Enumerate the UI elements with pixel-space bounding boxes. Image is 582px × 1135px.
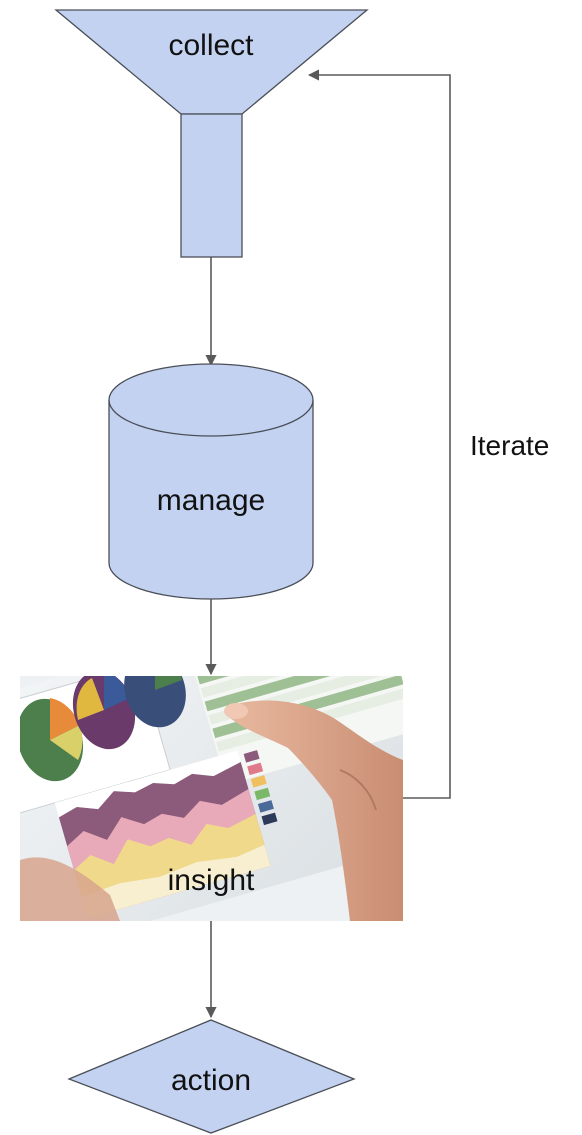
manage-label: manage: [157, 484, 265, 517]
insight-label: insight: [168, 864, 255, 897]
iterate-loop-arrow: [307, 69, 451, 799]
collect-label: collect: [168, 29, 254, 62]
touchscreen-dashboard-photo: [20, 676, 403, 921]
action-label: action: [171, 1064, 251, 1097]
iterate-label: Iterate: [470, 430, 549, 461]
collect-funnel-node: collect: [54, 9, 369, 258]
pie-charts: [20, 676, 186, 782]
cylinder-top: [108, 363, 314, 437]
chart-legend-swatches: [243, 750, 278, 826]
cylinder-body: [108, 400, 314, 600]
decision-diamond: [67, 1019, 356, 1134]
action-diamond-node: action: [67, 1019, 356, 1134]
blurred-hand: [20, 857, 120, 921]
funnel-spout: [180, 113, 243, 258]
manage-cylinder-node: manage: [108, 363, 314, 600]
insight-photo-node: insight: [20, 676, 403, 921]
stacked-area-chart: [54, 750, 271, 919]
hand-pointing: [224, 700, 403, 921]
funnel-top: [54, 9, 369, 115]
